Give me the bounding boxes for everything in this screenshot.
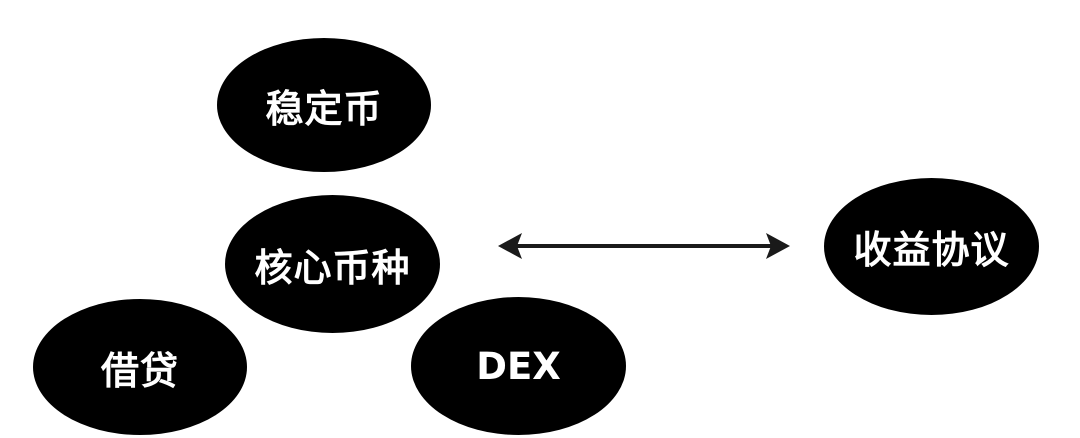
node-lending-label: 借贷 — [100, 348, 179, 393]
node-core-assets-label: 核心币种 — [254, 245, 411, 290]
arrowhead-left — [498, 233, 522, 259]
arrowhead-right — [766, 233, 790, 259]
node-core-assets: 核心币种 — [225, 195, 440, 333]
node-lending: 借贷 — [33, 299, 247, 435]
node-yield-protocol-label: 收益协议 — [853, 228, 1010, 272]
node-stablecoin-label: 稳定币 — [265, 86, 383, 131]
node-dex: DEX — [411, 297, 626, 435]
node-dex-label: DEX — [476, 344, 561, 388]
node-stablecoin: 稳定币 — [217, 38, 431, 172]
node-yield-protocol: 收益协议 — [824, 178, 1039, 315]
